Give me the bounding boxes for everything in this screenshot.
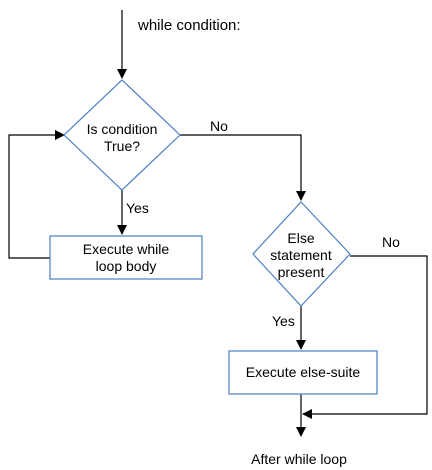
yes-condition-label: Yes xyxy=(126,200,149,216)
else-suite-label: Execute else-suite xyxy=(246,364,361,380)
else-decision-diamond xyxy=(252,201,351,307)
loop-body-label-line1: Execute while xyxy=(83,241,170,257)
no-condition-label: No xyxy=(210,118,228,134)
no-else-label: No xyxy=(382,234,400,250)
else-no-arrow xyxy=(302,255,428,419)
condition-no-arrow xyxy=(180,134,306,201)
else-label-line3: present xyxy=(278,264,325,280)
loop-body-box xyxy=(49,235,203,280)
yes-else-label: Yes xyxy=(272,313,295,329)
entry-label: while condition: xyxy=(137,17,241,34)
condition-decision-diamond xyxy=(63,79,181,191)
loop-back-arrow xyxy=(8,130,65,259)
else-label-line1: Else xyxy=(287,230,314,246)
condition-label-line1: Is condition xyxy=(87,121,158,137)
else-label-line2: statement xyxy=(270,247,332,263)
exit-label: After while loop xyxy=(251,451,347,467)
loop-body-label-line2: loop body xyxy=(96,258,157,274)
else-suite-box xyxy=(228,350,378,395)
condition-label-line2: True? xyxy=(104,138,140,154)
